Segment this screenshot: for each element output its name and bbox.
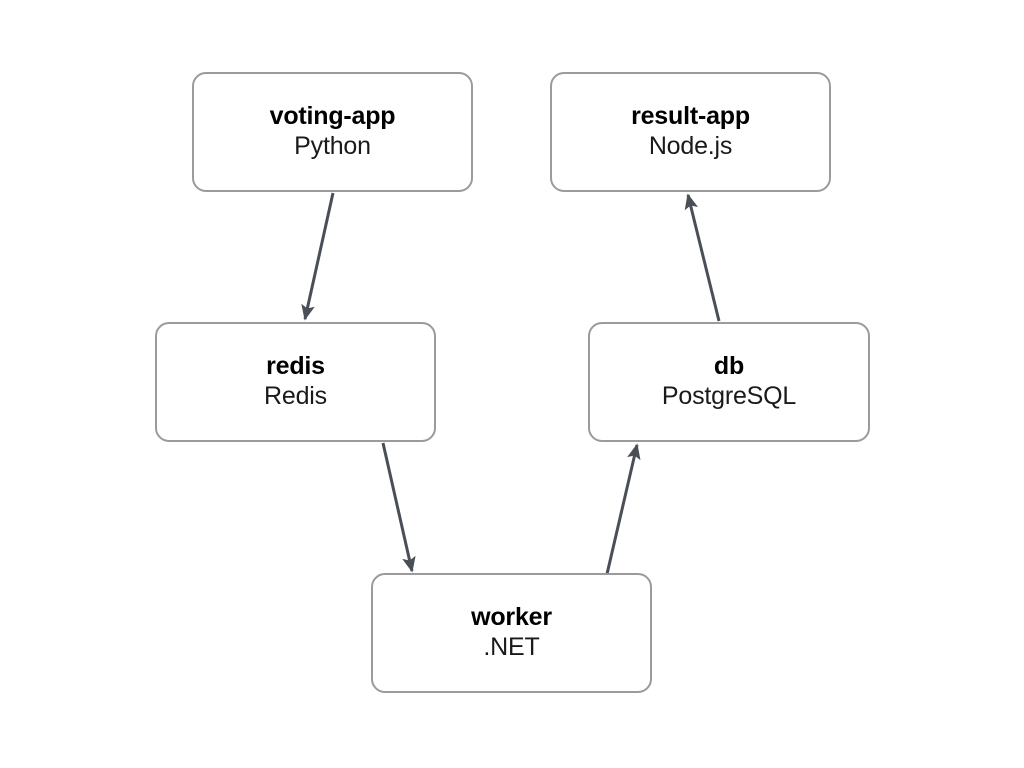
node-title: voting-app <box>269 101 396 130</box>
node-title: db <box>713 351 745 380</box>
edge-db-to-result-app <box>684 193 721 322</box>
edge-voting-app-to-redis <box>301 192 335 321</box>
node-title: worker <box>471 602 552 631</box>
node-voting-app[interactable]: voting-app Python <box>192 72 473 192</box>
node-title: result-app <box>631 101 750 130</box>
node-subtitle: Python <box>294 132 371 161</box>
edge-worker-to-db <box>605 443 641 575</box>
node-subtitle: Redis <box>264 382 327 411</box>
node-redis[interactable]: redis Redis <box>155 322 436 442</box>
edge-redis-to-worker <box>381 442 416 573</box>
node-subtitle: .NET <box>483 633 540 662</box>
node-subtitle: Node.js <box>648 132 733 161</box>
node-subtitle: PostgreSQL <box>661 382 797 411</box>
node-title: redis <box>266 351 325 380</box>
node-result-app[interactable]: result-app Node.js <box>550 72 831 192</box>
node-db[interactable]: db PostgreSQL <box>588 322 870 442</box>
node-worker[interactable]: worker .NET <box>371 573 652 693</box>
